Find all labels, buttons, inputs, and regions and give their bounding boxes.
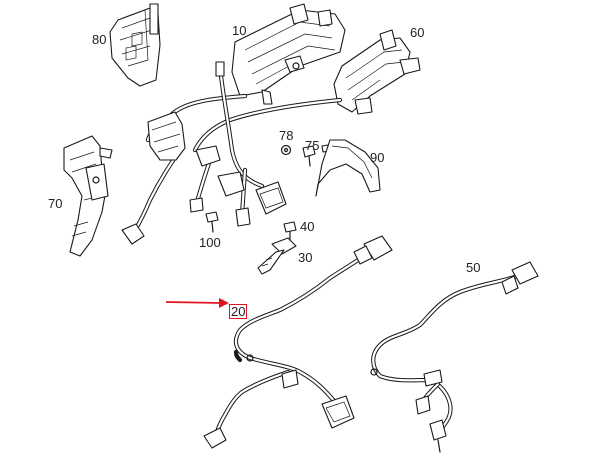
callout-90[interactable]: 90 (370, 150, 385, 165)
part-50-harness[interactable] (370, 261, 539, 453)
callout-80[interactable]: 80 (92, 32, 107, 47)
part-main-harness[interactable] (121, 61, 343, 245)
callout-70[interactable]: 70 (48, 196, 63, 211)
part-100-bolt[interactable] (205, 211, 219, 233)
part-30-sensor[interactable] (257, 237, 297, 275)
callout-20-highlighted[interactable]: 20 (229, 304, 248, 319)
part-10-module[interactable] (231, 3, 346, 105)
part-70-bracket[interactable] (63, 135, 113, 257)
part-80-bracket[interactable] (109, 3, 161, 87)
callout-50[interactable]: 50 (466, 260, 481, 275)
highlight-arrow (165, 298, 229, 308)
callout-10[interactable]: 10 (232, 23, 247, 38)
part-90-cover[interactable] (315, 139, 381, 197)
part-60-module[interactable] (333, 29, 421, 115)
part-40-bolt[interactable] (283, 221, 297, 243)
callout-100[interactable]: 100 (199, 235, 221, 250)
callout-40[interactable]: 40 (300, 219, 315, 234)
callout-78[interactable]: 78 (279, 128, 294, 143)
callout-60[interactable]: 60 (410, 25, 425, 40)
part-78-washer[interactable] (280, 144, 292, 156)
part-20-harness[interactable] (203, 235, 393, 449)
callout-75[interactable]: 75 (305, 138, 320, 153)
callout-30[interactable]: 30 (298, 250, 313, 265)
